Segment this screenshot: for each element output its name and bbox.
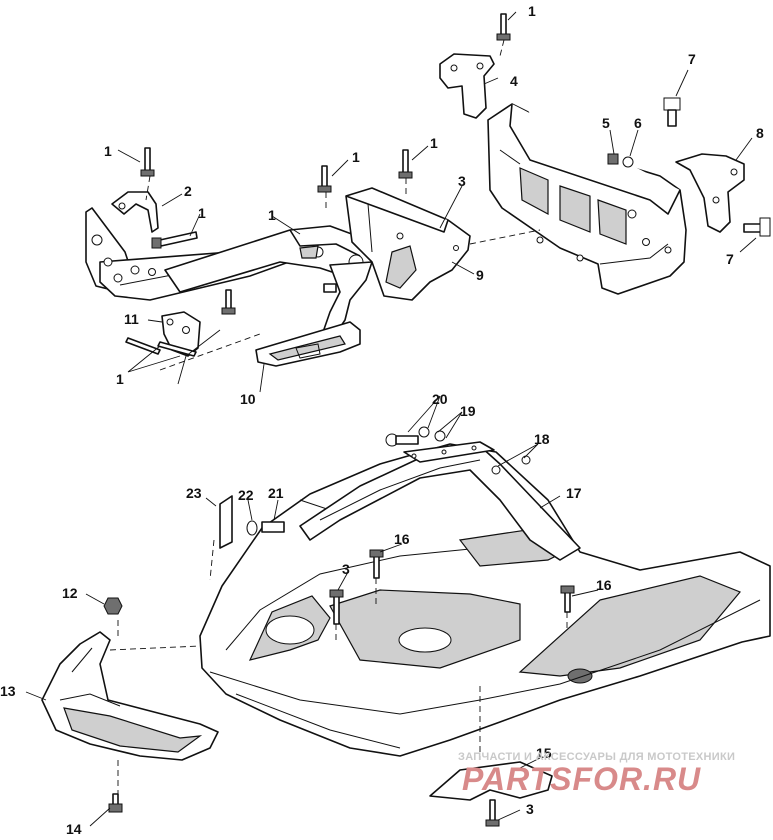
mount-bracket-4 [439,53,495,119]
watermark: ЗАПЧАСТИ И АКСЕССУАРЫ ДЛЯ МОТОТЕХНИКИ PA… [458,751,735,797]
callout-2: 2 [184,183,192,199]
bulkhead-brace [164,225,373,336]
callout-17: 17 [566,485,582,501]
callout-20: 20 [432,391,448,407]
nose-guard [429,761,553,801]
callout-1-center: 1 [352,149,360,165]
callout-1-link: 1 [268,207,276,223]
callout-1-right: 1 [430,135,438,151]
callout-16-left: 16 [394,531,410,547]
callout-10: 10 [240,391,256,407]
callout-16-right: 16 [596,577,612,593]
callout-labels: 1 4 7 5 6 8 1 1 1 2 3 1 1 7 9 11 1 10 20… [0,3,764,837]
callout-15: 15 [536,745,552,761]
callout-19: 19 [460,403,476,419]
callout-7-top: 7 [688,51,696,67]
bulkhead-casting [345,187,471,301]
callout-1-mid: 1 [198,205,206,221]
callout-1-bottom: 1 [116,371,124,387]
callout-21: 21 [268,485,284,501]
callout-3-upper: 3 [458,173,466,189]
callout-1-left: 1 [104,143,112,159]
mount-bracket-2 [111,191,159,233]
callout-9: 9 [476,267,484,283]
brace-link [255,321,361,367]
callout-5: 5 [602,115,610,131]
watermark-tagline: ЗАПЧАСТИ И АКСЕССУАРЫ ДЛЯ МОТОТЕХНИКИ [458,751,735,763]
callout-13: 13 [0,683,16,699]
callout-22: 22 [238,487,254,503]
hood-mount-strip [403,441,495,463]
callout-3-bottom: 3 [526,801,534,817]
watermark-logo: PARTSFOR.RU [462,761,701,797]
callout-18: 18 [534,431,550,447]
callout-6: 6 [634,115,642,131]
belly-pan [199,443,771,757]
callout-3-mid: 3 [342,561,350,577]
hood-fasteners [103,426,575,827]
callout-12: 12 [62,585,78,601]
front-bumper [41,631,219,761]
callout-1-top: 1 [528,3,536,19]
rear-cross-member [487,103,687,295]
callout-4: 4 [510,73,518,89]
callout-11: 11 [124,311,139,327]
side-bracket-8 [675,153,745,233]
upper-fasteners [125,13,771,357]
callout-8: 8 [756,125,764,141]
callout-14: 14 [66,821,82,837]
leader-lines [25,11,757,827]
callout-23: 23 [186,485,202,501]
callout-7-bottom: 7 [726,251,734,267]
